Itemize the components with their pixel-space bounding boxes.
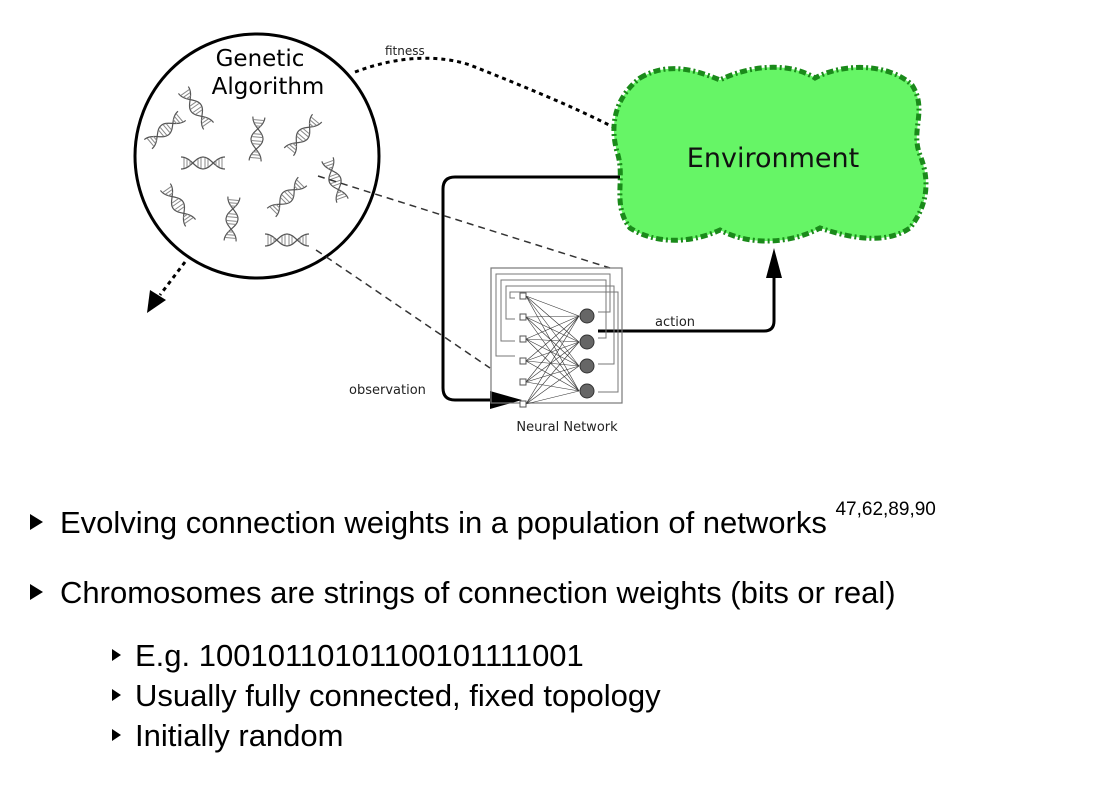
network-connection: [525, 341, 580, 362]
network-connection: [525, 295, 580, 367]
sub-bullet-text: Usually fully connected, fixed topology: [135, 678, 661, 713]
network-connection: [525, 381, 580, 392]
bullet-text: Chromosomes are strings of connection we…: [60, 575, 896, 610]
bullet-item: Evolving connection weights in a populat…: [30, 499, 936, 541]
ga-title-line2: Algorithm: [212, 74, 325, 100]
ga-output-arrow: [147, 261, 187, 313]
sub-bullet-text: E.g. 10010110101100101111001: [135, 638, 584, 673]
network-connection: [525, 315, 580, 383]
network-connection: [525, 338, 580, 392]
output-node: [579, 308, 595, 324]
sub-bullet-triangle-icon: [112, 648, 121, 661]
sub-bullet-triangle-icon: [112, 728, 121, 741]
network-connection: [525, 338, 580, 343]
environment-label: Environment: [687, 143, 859, 174]
network-connection: [525, 295, 580, 317]
output-node: [579, 383, 595, 399]
network-connection: [525, 295, 580, 392]
bullet-triangle-icon: [30, 513, 43, 530]
bullet-item: Chromosomes are strings of connection we…: [30, 575, 896, 611]
genetic-algorithm-population: Genetic Algorithm: [133, 32, 381, 280]
network-connection: [525, 315, 580, 362]
network-connection: [525, 365, 580, 383]
network-connection: [525, 315, 580, 405]
ga-title-line1: Genetic: [216, 46, 305, 72]
neural-network: [490, 267, 623, 408]
observation-connection: [441, 175, 620, 402]
input-node: [519, 335, 527, 343]
observation-label: observation: [349, 383, 426, 398]
network-connection: [525, 315, 580, 340]
bullet-triangle-icon: [30, 583, 43, 600]
environment-shape: [611, 64, 929, 244]
network-connection: [525, 341, 580, 405]
network-connection: [525, 295, 580, 343]
fitness-connection: [354, 56, 616, 130]
output-node: [579, 358, 595, 374]
sub-bullet-triangle-icon: [112, 688, 121, 701]
network-connection: [525, 338, 580, 367]
input-node: [519, 400, 527, 408]
network-connection: [525, 316, 580, 392]
input-node: [519, 357, 527, 365]
network-connection: [525, 365, 580, 405]
input-node: [519, 292, 527, 300]
network-label: Neural Network: [516, 420, 618, 435]
sub-bullet-item: E.g. 10010110101100101111001: [112, 638, 584, 674]
network-connection: [525, 315, 580, 318]
environment: Environment: [611, 64, 929, 244]
ga-neuroevolution-diagram: Genetic Algorithm fitness Environment ob…: [133, 32, 929, 435]
network-connection: [525, 341, 580, 383]
sub-bullet-item: Initially random: [112, 718, 343, 754]
network-connection: [525, 360, 580, 392]
bullet-text: Evolving connection weights in a populat…: [60, 505, 827, 540]
ga-circle: [133, 32, 381, 280]
sub-bullet-text: Initially random: [135, 718, 344, 753]
action-label: action: [655, 315, 695, 330]
fitness-label: fitness: [385, 44, 425, 58]
network-connection: [525, 360, 580, 367]
output-node: [579, 334, 595, 350]
network-connection: [525, 390, 580, 405]
sub-bullet-item: Usually fully connected, fixed topology: [112, 678, 661, 714]
action-connection: [598, 275, 776, 333]
reference-numbers: 47,62,89,90: [835, 499, 936, 520]
input-node: [519, 378, 527, 386]
network-connection: [525, 316, 580, 367]
network-connection: [525, 316, 580, 343]
input-node: [519, 313, 527, 321]
